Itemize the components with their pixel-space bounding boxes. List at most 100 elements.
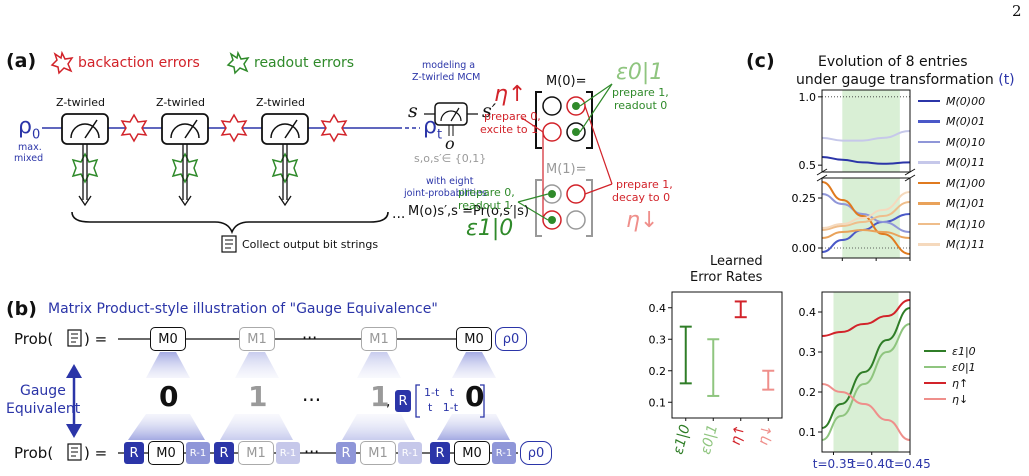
m0-box-bot-2: M0 bbox=[454, 441, 490, 465]
rates-y-tick-label-3: 0.1 bbox=[649, 396, 667, 409]
scroll-icon bbox=[67, 443, 82, 461]
rho0-top: ρ0 bbox=[495, 327, 527, 351]
prep0-excite-1: prepare 0, bbox=[484, 110, 541, 123]
legend-swatch bbox=[918, 99, 940, 103]
bit-1: 0 bbox=[159, 380, 179, 413]
panel-c-title-1: Evolution of 8 entries bbox=[818, 54, 968, 70]
rate-legend-label: ε0|1 bbox=[952, 360, 976, 374]
rates-category-label-3: η↓ bbox=[755, 423, 776, 447]
y-tick-label-upper-0: 1.0 bbox=[799, 91, 817, 104]
break-mark-right bbox=[904, 168, 916, 176]
entry-series-0-upper bbox=[822, 155, 910, 165]
upper-axes-frame bbox=[821, 89, 911, 173]
r-matrix-row-2: t 1-t bbox=[428, 401, 459, 414]
entry-series-2-lower bbox=[822, 193, 910, 233]
rates-y-tick-label-1: 0.3 bbox=[649, 333, 667, 346]
backaction-legend-label: backaction errors bbox=[78, 55, 200, 71]
mcm-box-2 bbox=[161, 113, 209, 145]
rhot-label: ρt bbox=[423, 114, 443, 143]
r-box-1: R bbox=[124, 442, 144, 464]
rate-legend-swatch bbox=[924, 397, 946, 401]
legend-label: M(1)11 bbox=[946, 238, 986, 251]
eps10-label: ε1|0 bbox=[466, 216, 514, 241]
rate-series-3 bbox=[821, 383, 911, 441]
rates-category-label-0: ε1|0 bbox=[670, 423, 693, 456]
entry-series-4-lower bbox=[822, 181, 910, 255]
backaction-star-icon bbox=[50, 50, 74, 75]
rate-y-tick-label-2: 0.2 bbox=[799, 386, 817, 399]
lower-axes-frame bbox=[821, 177, 911, 259]
scroll-icon bbox=[67, 329, 82, 347]
rate-series-0 bbox=[821, 307, 911, 429]
m0-box-top-2: M0 bbox=[456, 327, 492, 351]
legend-label: M(1)01 bbox=[946, 197, 986, 210]
o-out-label: o bbox=[445, 134, 455, 153]
eps01-label: ε0|1 bbox=[616, 60, 664, 85]
mid-dots: ··· bbox=[302, 388, 322, 412]
m1-box-top-1: M1 bbox=[239, 327, 275, 351]
rate-legend-label: ε1|0 bbox=[952, 344, 976, 358]
rinv-box-4: R-1 bbox=[492, 442, 516, 464]
prep1-decay-1: prepare 1, bbox=[616, 178, 673, 191]
rho0-note-2: mixed bbox=[14, 153, 44, 164]
prob-top-open: Prob( bbox=[14, 330, 54, 348]
m1-box-bot-1: M1 bbox=[238, 441, 274, 465]
y-tick-label-lower-0: 0.25 bbox=[792, 192, 817, 205]
joint-line-1: with eight bbox=[426, 176, 474, 187]
legend-swatch bbox=[918, 243, 940, 246]
prep0-readout1-1: prepare 0, bbox=[458, 186, 515, 199]
y-tick-label-lower-1: 0.00 bbox=[792, 242, 817, 255]
rate-legend-entry-1: ε0|1 bbox=[924, 359, 976, 375]
rate-x-tick-label-0: t=0.35 bbox=[813, 457, 854, 471]
entry-series-3-upper bbox=[822, 130, 910, 142]
r-matrix-row-1: 1-t t bbox=[424, 386, 455, 399]
shaded-region-lower bbox=[842, 178, 900, 258]
rate-y-tick-label-1: 0.3 bbox=[799, 346, 817, 359]
legend-entry-4: M(1)00 bbox=[918, 174, 985, 192]
legend-entry-0: M(0)00 bbox=[918, 92, 985, 110]
learned-title-2: Error Rates bbox=[690, 270, 763, 285]
legend-swatch bbox=[918, 181, 940, 185]
rate-x-tick-label-2: t=0.45 bbox=[889, 457, 930, 471]
rate-legend-swatch bbox=[924, 365, 946, 369]
prob-bot-open: Prob( bbox=[14, 444, 54, 462]
collect-label: Collect output bit strings bbox=[242, 238, 379, 251]
prep1-decay-2: decay to 0 bbox=[612, 191, 671, 204]
m0-matrix bbox=[535, 91, 593, 149]
rate-y-tick-label-3: 0.1 bbox=[799, 426, 817, 439]
m1-label: M(1)= bbox=[546, 162, 587, 177]
rate-evolution-axes-frame bbox=[821, 291, 911, 453]
s-in-label: s bbox=[408, 100, 418, 122]
readout-legend-label: readout errors bbox=[254, 55, 355, 71]
rho0-note-1: max. bbox=[18, 142, 42, 153]
rinv-box-1: R-1 bbox=[186, 442, 210, 464]
legend-label: M(0)00 bbox=[946, 94, 986, 108]
rate-series-1 bbox=[821, 323, 911, 441]
rate-legend-entry-0: ε1|0 bbox=[924, 343, 976, 359]
break-mark-left-2 bbox=[816, 174, 828, 182]
legend-entry-1: M(0)01 bbox=[918, 113, 985, 131]
rate-legend-label: η↓ bbox=[952, 392, 969, 406]
y-tick-label-upper-1: 0.5 bbox=[799, 159, 817, 172]
bit-3: 1 bbox=[370, 380, 390, 413]
prob-bot-close: ) = bbox=[84, 444, 108, 462]
m0-label: M(0)= bbox=[546, 74, 587, 89]
gauge-label-2: Equivalent bbox=[6, 401, 81, 417]
bit-2: 1 bbox=[248, 380, 268, 413]
rates-category-label-2: η↑ bbox=[728, 423, 749, 447]
legend-label: M(1)00 bbox=[946, 176, 986, 190]
page-number: 2 bbox=[1012, 2, 1022, 20]
panel-c-label: (c) bbox=[746, 50, 775, 72]
gauge-label-1: Gauge bbox=[20, 383, 66, 399]
prep0-excite-2: excite to 1 bbox=[480, 123, 539, 136]
r-def-comma: , bbox=[386, 394, 391, 410]
legend-entry-2: M(0)10 bbox=[918, 133, 985, 151]
mcm-box-3 bbox=[261, 113, 309, 145]
m0-box-top-1: M0 bbox=[150, 327, 186, 351]
prep1-readout0-1: prepare 1, bbox=[612, 86, 669, 99]
legend-label: M(0)11 bbox=[946, 156, 986, 169]
legend-entry-3: M(0)11 bbox=[918, 154, 985, 172]
readout-star-icon bbox=[226, 50, 250, 75]
joint-formula: M(o)s′,s =Pr(o,s′|s) bbox=[408, 204, 530, 219]
